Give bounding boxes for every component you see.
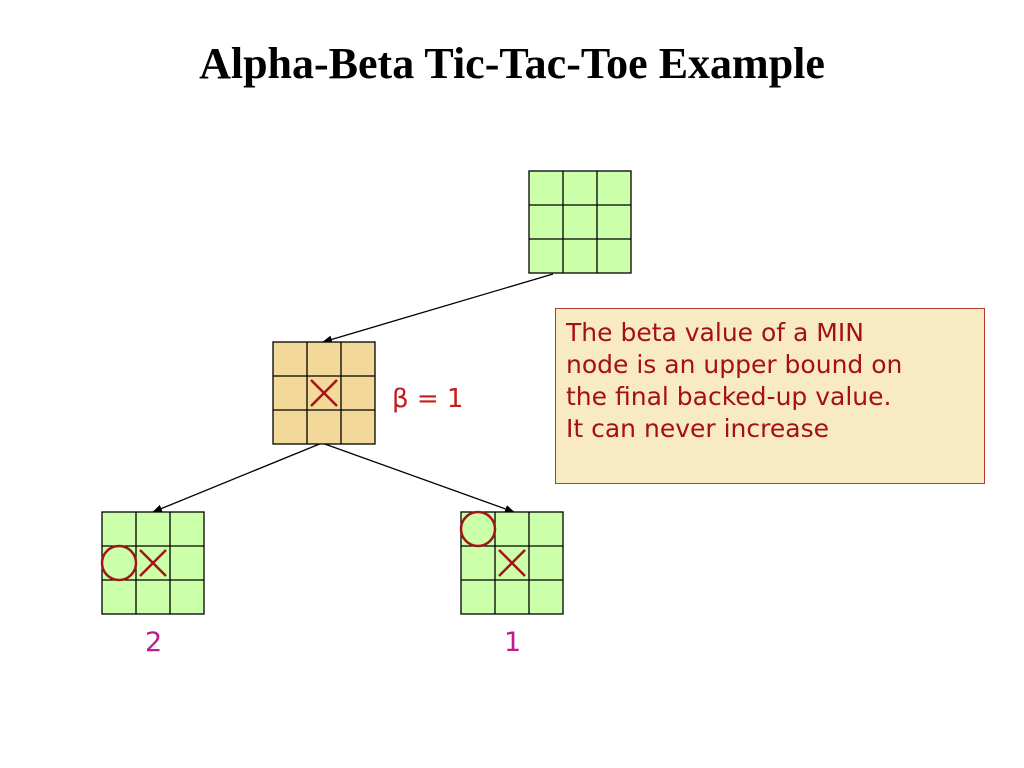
x-mark bbox=[310, 379, 338, 407]
board-background bbox=[528, 170, 632, 274]
o-mark bbox=[100, 544, 138, 582]
leaf-right-value: 1 bbox=[504, 627, 522, 658]
note-line: It can never increase bbox=[566, 414, 829, 443]
note-line: The beta value of a MIN bbox=[566, 318, 864, 347]
note-line: the final backed-up value. bbox=[566, 382, 892, 411]
x-mark bbox=[498, 549, 526, 577]
beta-symbol: β bbox=[392, 384, 409, 414]
beta-value-text: = 1 bbox=[408, 384, 464, 414]
edge-min-to-left-leaf bbox=[152, 442, 323, 513]
x-mark bbox=[139, 549, 167, 577]
explanation-note: The beta value of a MIN node is an upper… bbox=[555, 308, 985, 484]
leaf-left-value: 2 bbox=[145, 627, 163, 658]
board-leaf-right bbox=[459, 510, 564, 615]
o-mark bbox=[459, 510, 497, 548]
note-line: node is an upper bound on bbox=[566, 350, 903, 379]
edge-root-to-min bbox=[322, 273, 554, 344]
beta-label: β = 1 bbox=[392, 384, 463, 414]
board-min-node bbox=[272, 341, 376, 445]
board-leaf-left bbox=[100, 511, 205, 615]
edge-min-to-right-leaf bbox=[321, 442, 515, 513]
slide-title: Alpha-Beta Tic-Tac-Toe Example bbox=[199, 39, 825, 88]
board-root bbox=[528, 170, 632, 274]
